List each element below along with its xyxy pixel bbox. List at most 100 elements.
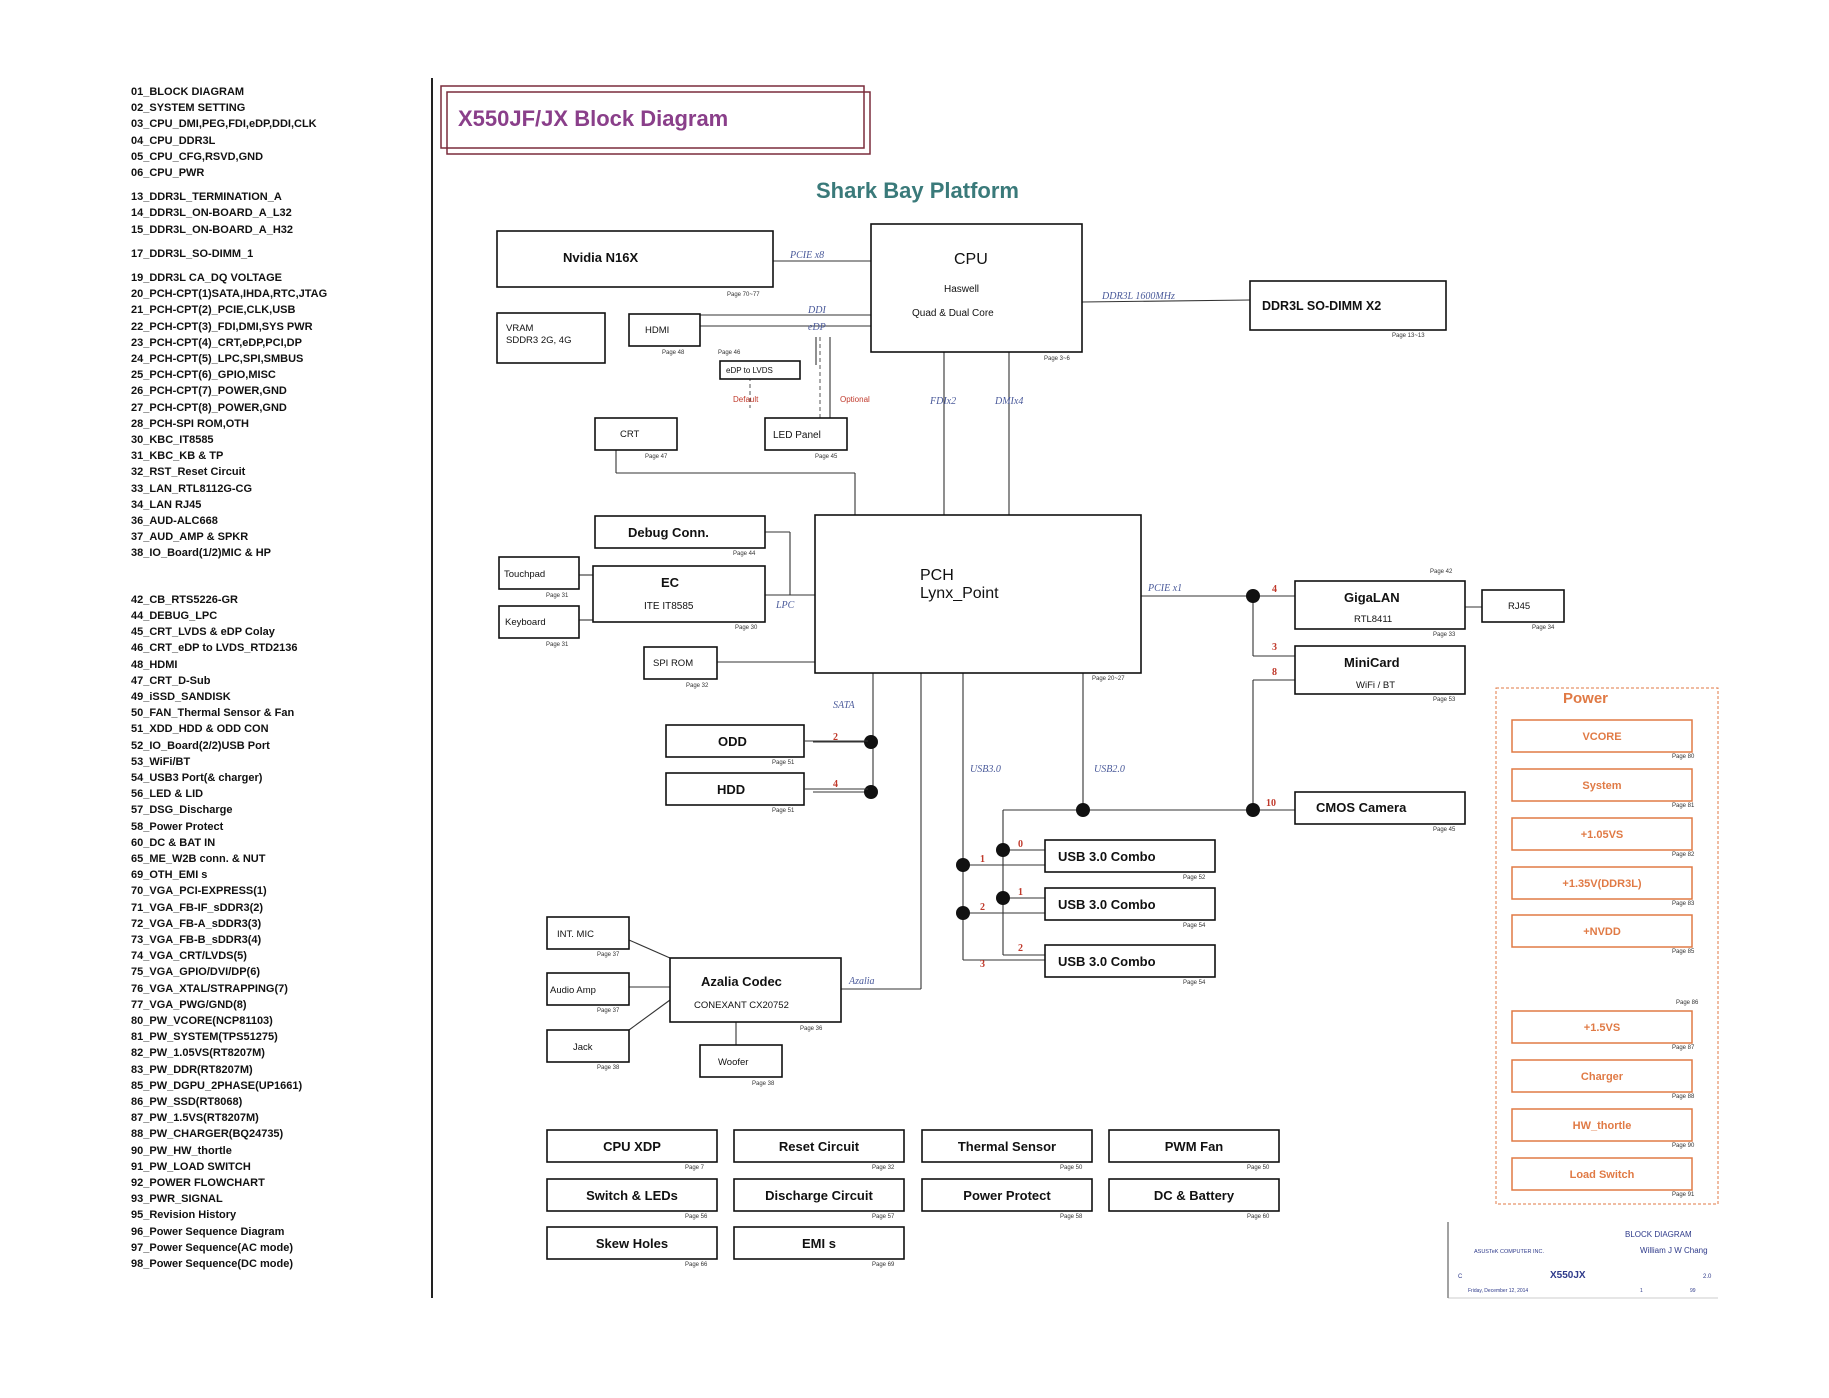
toc-item[interactable]: 03_CPU_DMI,PEG,FDI,eDP,DDI,CLK bbox=[131, 118, 317, 131]
toc-item[interactable]: 15_DDR3L_ON-BOARD_A_H32 bbox=[131, 223, 293, 236]
toc-item[interactable]: 45_CRT_LVDS & eDP Colay bbox=[131, 626, 275, 639]
toc-item[interactable]: 69_OTH_EMI s bbox=[131, 869, 208, 882]
bottom-box-label: Discharge Circuit bbox=[765, 1188, 873, 1203]
touchpad-block: Touchpad Page 31 bbox=[498, 556, 580, 599]
toc-item[interactable]: 98_Power Sequence(DC mode) bbox=[131, 1258, 293, 1271]
toc-item[interactable]: 47_CRT_D-Sub bbox=[131, 674, 211, 687]
toc-item[interactable]: 95_Revision History bbox=[131, 1209, 237, 1222]
woofer-page: Page 38 bbox=[752, 1081, 775, 1087]
toc-item[interactable]: 81_PW_SYSTEM(TPS51275) bbox=[131, 1031, 278, 1044]
toc-item[interactable]: 51_XDD_HDD & ODD CON bbox=[131, 723, 269, 736]
optional-label: Optional bbox=[840, 395, 870, 404]
toc-item[interactable]: 17_DDR3L_SO-DIMM_1 bbox=[131, 247, 254, 260]
bus-azalia: Azalia bbox=[848, 976, 875, 987]
toc-item[interactable]: 49_iSSD_SANDISK bbox=[131, 690, 231, 703]
toc-item[interactable]: 87_PW_1.5VS(RT8207M) bbox=[131, 1112, 259, 1125]
usb-combo-label: USB 3.0 Combo bbox=[1058, 897, 1156, 912]
crt-block: CRT Page 47 bbox=[594, 417, 678, 460]
toc-item[interactable]: 86_PW_SSD(RT8068) bbox=[131, 1095, 243, 1108]
toc-item[interactable]: 90_PW_HW_thortle bbox=[131, 1144, 232, 1157]
junction-dots bbox=[864, 589, 1260, 920]
toc-item[interactable]: 97_Power Sequence(AC mode) bbox=[131, 1241, 293, 1254]
bottom-box-page: Page 50 bbox=[1247, 1165, 1270, 1171]
toc-item[interactable]: 14_DDR3L_ON-BOARD_A_L32 bbox=[131, 207, 292, 220]
touchpad-label: Touchpad bbox=[504, 569, 545, 580]
toc-item[interactable]: 74_VGA_CRT/LVDS(5) bbox=[131, 950, 247, 963]
toc-item[interactable]: 33_LAN_RTL8112G-CG bbox=[131, 482, 253, 495]
toc-item[interactable]: 19_DDR3L CA_DQ VOLTAGE bbox=[131, 272, 282, 285]
toc-item[interactable]: 46_CRT_eDP to LVDS_RTD2136 bbox=[131, 642, 298, 655]
toc-item[interactable]: 71_VGA_FB-IF_sDDR3(2) bbox=[131, 901, 264, 914]
ddr-block: DDR3L SO-DIMM X2 Page 13~13 bbox=[1249, 280, 1447, 339]
diagram-title: X550JF/JX Block Diagram bbox=[458, 106, 728, 131]
power-item-label: +1.35V(DDR3L) bbox=[1562, 878, 1642, 890]
toc-item[interactable]: 26_PCH-CPT(7)_POWER,GND bbox=[131, 385, 287, 398]
toc-item[interactable]: 24_PCH-CPT(5)_LPC,SPI,SMBUS bbox=[131, 353, 304, 366]
toc-item[interactable]: 02_SYSTEM SETTING bbox=[131, 102, 246, 115]
hdmi-page: Page 48 bbox=[662, 350, 685, 356]
toc-item[interactable]: 42_CB_RTS5226-GR bbox=[131, 593, 238, 606]
toc-item[interactable]: 34_LAN RJ45 bbox=[131, 498, 202, 511]
toc-item[interactable]: 48_HDMI bbox=[131, 658, 178, 671]
toc-item[interactable]: 54_USB3 Port(& charger) bbox=[131, 771, 263, 784]
toc-item[interactable]: 72_VGA_FB-A_sDDR3(3) bbox=[131, 917, 262, 930]
toc-item[interactable]: 60_DC & BAT IN bbox=[131, 836, 216, 849]
toc-item[interactable]: 27_PCH-CPT(8)_POWER,GND bbox=[131, 401, 287, 414]
toc-item[interactable]: 75_VGA_GPIO/DVI/DP(6) bbox=[131, 966, 260, 979]
pch-sub: Lynx_Point bbox=[920, 585, 999, 602]
toc-item[interactable]: 50_FAN_Thermal Sensor & Fan bbox=[131, 707, 295, 720]
azalia-label: Azalia Codec bbox=[701, 974, 782, 989]
toc-item[interactable]: 01_BLOCK DIAGRAM bbox=[131, 86, 245, 98]
toc-item[interactable]: 77_VGA_PWG/GND(8) bbox=[131, 998, 247, 1011]
bottom-box-label: EMI s bbox=[802, 1236, 836, 1251]
toc-item[interactable]: 58_Power Protect bbox=[131, 820, 224, 833]
toc-item[interactable]: 32_RST_Reset Circuit bbox=[131, 466, 246, 479]
hdmi-block: HDMI Page 48 bbox=[628, 313, 701, 356]
toc-item[interactable]: 21_PCH-CPT(2)_PCIE,CLK,USB bbox=[131, 304, 296, 317]
minicard-sub: WiFi / BT bbox=[1356, 680, 1395, 691]
toc-item[interactable]: 83_PW_DDR(RT8207M) bbox=[131, 1063, 253, 1076]
touchpad-page: Page 31 bbox=[546, 593, 569, 599]
toc-item[interactable]: 92_POWER FLOWCHART bbox=[131, 1177, 265, 1189]
toc-item[interactable]: 73_VGA_FB-B_sDDR3(4) bbox=[131, 933, 262, 946]
toc-item[interactable]: 52_IO_Board(2/2)USB Port bbox=[131, 739, 270, 752]
toc-item[interactable]: 13_DDR3L_TERMINATION_A bbox=[131, 191, 282, 204]
int-mic-page: Page 37 bbox=[597, 952, 620, 958]
toc-item[interactable]: 36_AUD-ALC668 bbox=[131, 515, 218, 528]
toc-item[interactable]: 93_PWR_SIGNAL bbox=[131, 1193, 223, 1206]
toc-item[interactable]: 30_KBC_IT8585 bbox=[131, 434, 214, 447]
toc-item[interactable]: 05_CPU_CFG,RSVD,GND bbox=[131, 150, 264, 163]
keyboard-block: Keyboard Page 31 bbox=[498, 605, 580, 648]
toc-item[interactable]: 38_IO_Board(1/2)MIC & HP bbox=[131, 547, 271, 560]
toc-item[interactable]: 57_DSG_Discharge bbox=[131, 804, 233, 817]
toc-item[interactable]: 85_PW_DGPU_2PHASE(UP1661) bbox=[131, 1079, 303, 1092]
toc-item[interactable]: 76_VGA_XTAL/STRAPPING(7) bbox=[131, 982, 288, 995]
toc-item[interactable]: 70_VGA_PCI-EXPRESS(1) bbox=[131, 885, 267, 898]
toc-item[interactable]: 25_PCH-CPT(6)_GPIO,MISC bbox=[131, 369, 276, 382]
toc-item[interactable]: 31_KBC_KB & TP bbox=[131, 450, 224, 463]
spi-rom-page: Page 32 bbox=[686, 683, 709, 689]
toc-item[interactable]: 88_PW_CHARGER(BQ24735) bbox=[131, 1128, 284, 1141]
toc-item[interactable]: 04_CPU_DDR3L bbox=[131, 134, 216, 147]
toc-item[interactable]: 28_PCH-SPI ROM,OTH bbox=[131, 417, 249, 430]
toc-item[interactable]: 06_CPU_PWR bbox=[131, 167, 205, 180]
nvidia-label: Nvidia N16X bbox=[563, 250, 638, 265]
toc-item[interactable]: 80_PW_VCORE(NCP81103) bbox=[131, 1014, 273, 1027]
power-item-label: HW_thortle bbox=[1573, 1120, 1632, 1132]
toc-item[interactable]: 56_LED & LID bbox=[131, 788, 204, 801]
toc-item[interactable]: 96_Power Sequence Diagram bbox=[131, 1225, 285, 1238]
toc-item[interactable]: 44_DEBUG_LPC bbox=[131, 609, 218, 622]
toc-item[interactable]: 53_WiFi/BT bbox=[131, 755, 191, 768]
toc-item[interactable]: 22_PCH-CPT(3)_FDI,DMI,SYS PWR bbox=[131, 320, 313, 333]
usb-combo-3: USB 3.0 Combo Page 54 bbox=[1044, 944, 1216, 986]
tb-sheet: 1 bbox=[1640, 1288, 1643, 1294]
hdmi-label: HDMI bbox=[645, 325, 669, 336]
toc-item[interactable]: 91_PW_LOAD SWITCH bbox=[131, 1160, 251, 1173]
toc-item[interactable]: 37_AUD_AMP & SPKR bbox=[131, 531, 249, 544]
toc-item[interactable]: 23_PCH-CPT(4)_CRT,eDP,PCI,DP bbox=[131, 336, 302, 349]
led-panel-label: LED Panel bbox=[773, 430, 821, 441]
toc-item[interactable]: 82_PW_1.05VS(RT8207M) bbox=[131, 1047, 265, 1060]
toc-item[interactable]: 20_PCH-CPT(1)SATA,IHDA,RTC,JTAG bbox=[131, 288, 328, 301]
toc-item[interactable]: 65_ME_W2B conn. & NUT bbox=[131, 852, 266, 865]
